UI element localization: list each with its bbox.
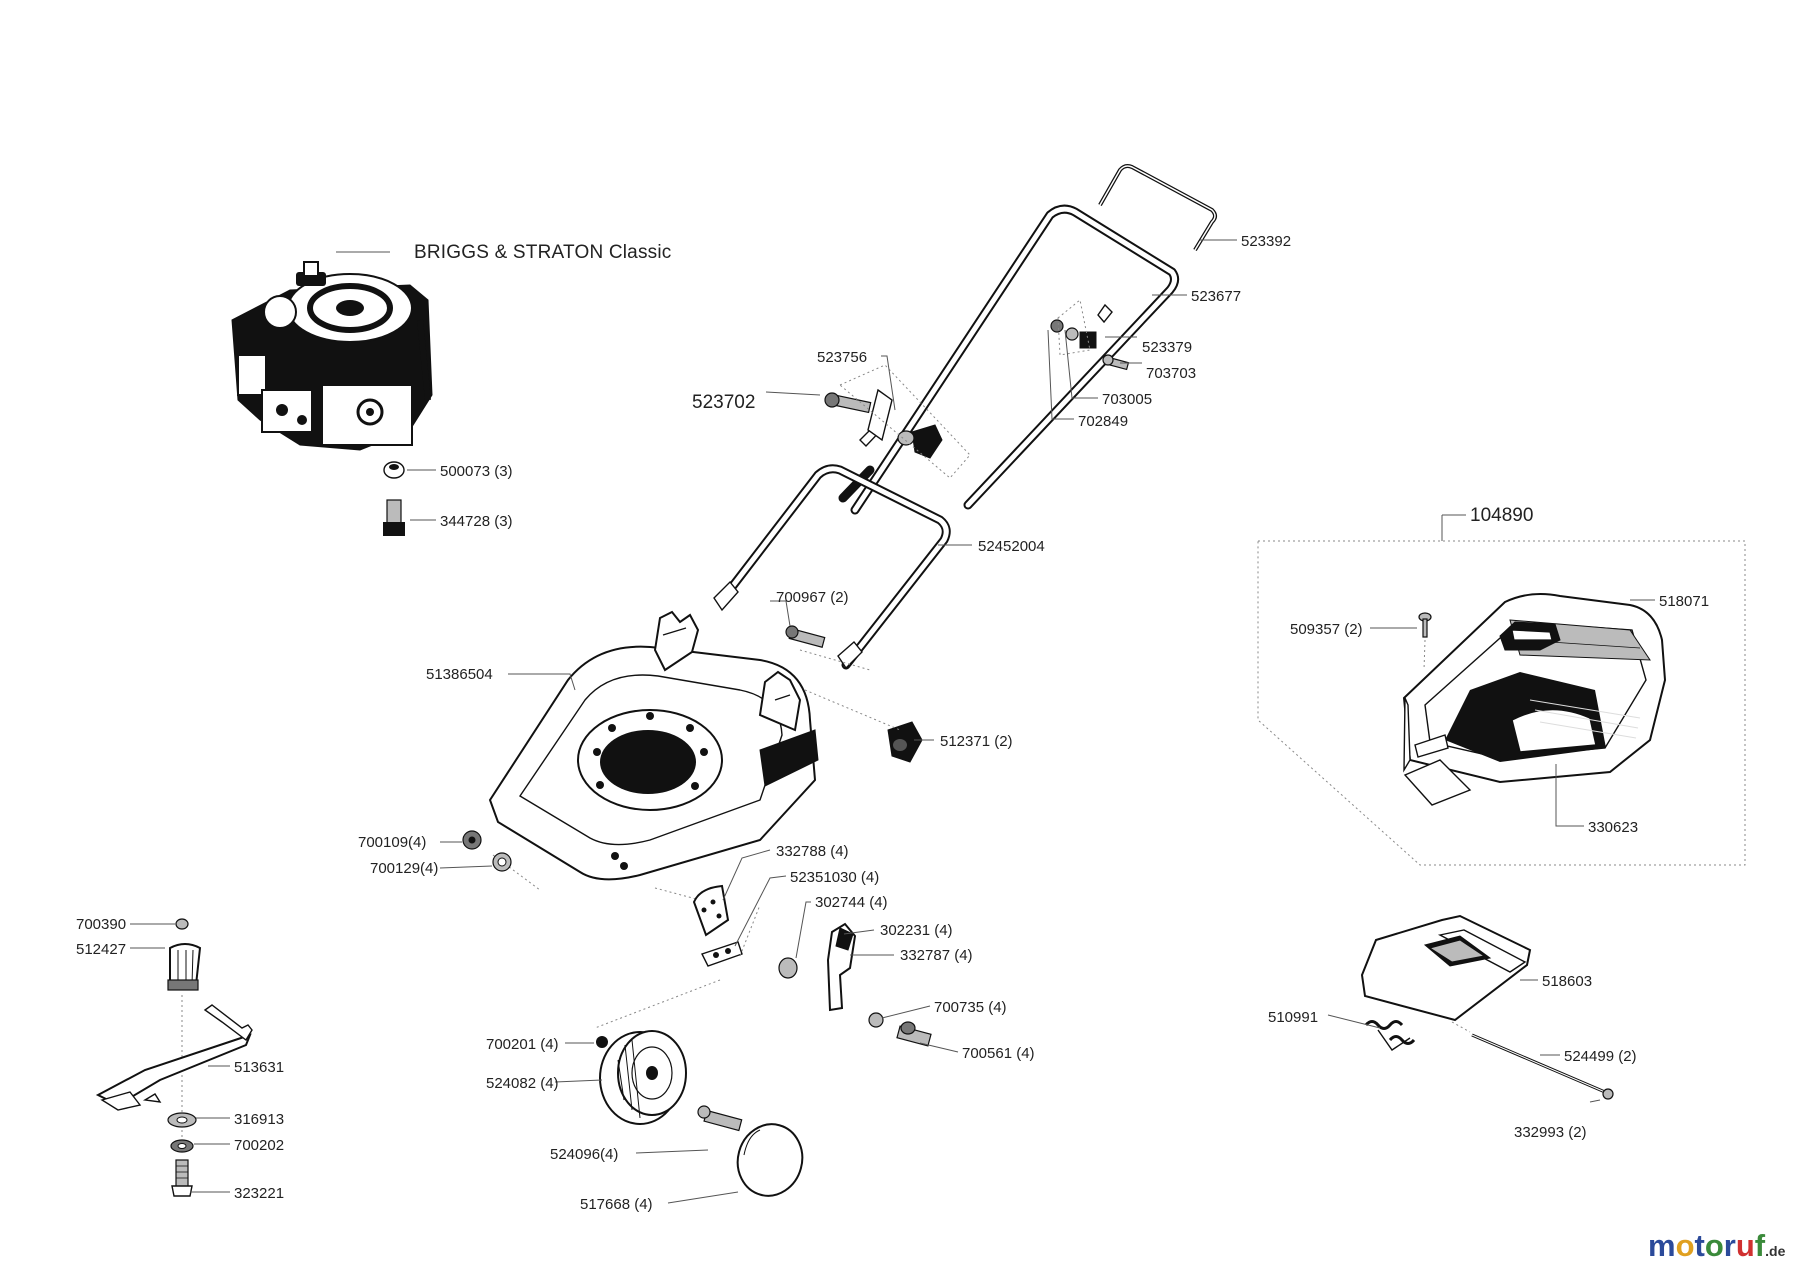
part-label-51386504: 51386504 bbox=[426, 666, 493, 683]
part-label-523379: 523379 bbox=[1142, 339, 1192, 356]
knob-512371-illustration bbox=[887, 721, 923, 763]
part-label-700201: 700201 (4) bbox=[486, 1036, 559, 1053]
screw-509357-illustration bbox=[1418, 612, 1432, 638]
leader-lines bbox=[130, 239, 1655, 1204]
part-labels: BRIGGS & STRATON Classic 523392 523677 5… bbox=[76, 233, 1709, 1213]
part-label-523392: 523392 bbox=[1241, 233, 1291, 250]
watermark-letter: f bbox=[1755, 1228, 1766, 1263]
bolt-344728-illustration bbox=[383, 499, 405, 536]
spring-510991-illustration bbox=[1364, 1020, 1416, 1051]
watermark-logo: motoruf.de bbox=[1648, 1228, 1786, 1263]
part-label-512427: 512427 bbox=[76, 941, 126, 958]
part-label-700561: 700561 (4) bbox=[962, 1045, 1035, 1062]
watermark-letter: r bbox=[1724, 1228, 1736, 1263]
engine-illustration bbox=[231, 261, 433, 451]
grass-catcher-illustration bbox=[1402, 593, 1667, 806]
part-label-523677: 523677 bbox=[1191, 288, 1241, 305]
hubcap-517668-illustration bbox=[736, 1123, 804, 1197]
part-label-703005: 703005 bbox=[1102, 391, 1152, 408]
part-label-700109: 700109(4) bbox=[358, 834, 426, 851]
part-label-500073: 500073 (3) bbox=[440, 463, 513, 480]
part-label-700967: 700967 (2) bbox=[776, 589, 849, 606]
part-label-332787: 332787 (4) bbox=[900, 947, 973, 964]
part-label-332788: 332788 (4) bbox=[776, 843, 849, 860]
watermark-letter: m bbox=[1648, 1228, 1676, 1263]
part-label-316913: 316913 bbox=[234, 1111, 284, 1128]
part-label-330623: 330623 bbox=[1588, 819, 1638, 836]
washer-700129-illustration bbox=[492, 852, 512, 872]
part-label-523702: 523702 bbox=[692, 392, 755, 413]
nut-500073-illustration bbox=[383, 461, 405, 479]
height-adjuster-illustration bbox=[692, 884, 932, 1047]
handle-hardware-illustration bbox=[824, 303, 1130, 459]
flap-518603-illustration bbox=[1360, 914, 1532, 1022]
part-label-52351030: 52351030 (4) bbox=[790, 869, 879, 886]
axle-524096-illustration bbox=[697, 1105, 743, 1132]
watermark-suffix: .de bbox=[1765, 1243, 1785, 1259]
part-label-518603: 518603 bbox=[1542, 973, 1592, 990]
part-label-513631: 513631 bbox=[234, 1059, 284, 1076]
part-label-524096: 524096(4) bbox=[550, 1146, 618, 1163]
upper-handle-illustration bbox=[838, 204, 1180, 515]
lower-handle-illustration bbox=[713, 464, 951, 670]
part-label-517668: 517668 (4) bbox=[580, 1196, 653, 1213]
bolt-700967-illustration bbox=[785, 625, 826, 648]
watermark-letter: t bbox=[1695, 1228, 1705, 1263]
part-label-524082: 524082 (4) bbox=[486, 1075, 559, 1092]
part-label-332993: 332993 (2) bbox=[1514, 1124, 1587, 1141]
engine-title: BRIGGS & STRATON Classic bbox=[414, 242, 671, 263]
part-label-52452004: 52452004 bbox=[978, 538, 1045, 555]
part-label-523756: 523756 bbox=[817, 349, 867, 366]
watermark-letter: u bbox=[1736, 1228, 1755, 1263]
part-label-524499: 524499 (2) bbox=[1564, 1048, 1637, 1065]
rod-524499-illustration bbox=[1471, 1033, 1614, 1100]
part-label-323221: 323221 bbox=[234, 1185, 284, 1202]
part-label-302744: 302744 (4) bbox=[815, 894, 888, 911]
watermark-letter: o bbox=[1705, 1228, 1724, 1263]
part-label-700129: 700129(4) bbox=[370, 860, 438, 877]
part-label-302231: 302231 (4) bbox=[880, 922, 953, 939]
nut-700109-illustration bbox=[462, 830, 482, 850]
part-label-703703: 703703 bbox=[1146, 365, 1196, 382]
deck-51386504-illustration bbox=[488, 610, 819, 881]
part-label-700735: 700735 (4) bbox=[934, 999, 1007, 1016]
blade-group-illustration bbox=[95, 918, 253, 1197]
part-label-509357: 509357 (2) bbox=[1290, 621, 1363, 638]
part-label-104890: 104890 bbox=[1470, 505, 1533, 526]
part-label-702849: 702849 bbox=[1078, 413, 1128, 430]
watermark-letter: o bbox=[1676, 1228, 1695, 1263]
part-label-510991: 510991 bbox=[1268, 1009, 1318, 1026]
part-label-512371: 512371 (2) bbox=[940, 733, 1013, 750]
wheel-524082-illustration bbox=[596, 1030, 687, 1125]
part-label-700390: 700390 bbox=[76, 916, 126, 933]
bail-bar-523392-illustration bbox=[1098, 164, 1217, 252]
part-label-700202: 700202 bbox=[234, 1137, 284, 1154]
part-label-518071: 518071 bbox=[1659, 593, 1709, 610]
part-label-344728: 344728 (3) bbox=[440, 513, 513, 530]
